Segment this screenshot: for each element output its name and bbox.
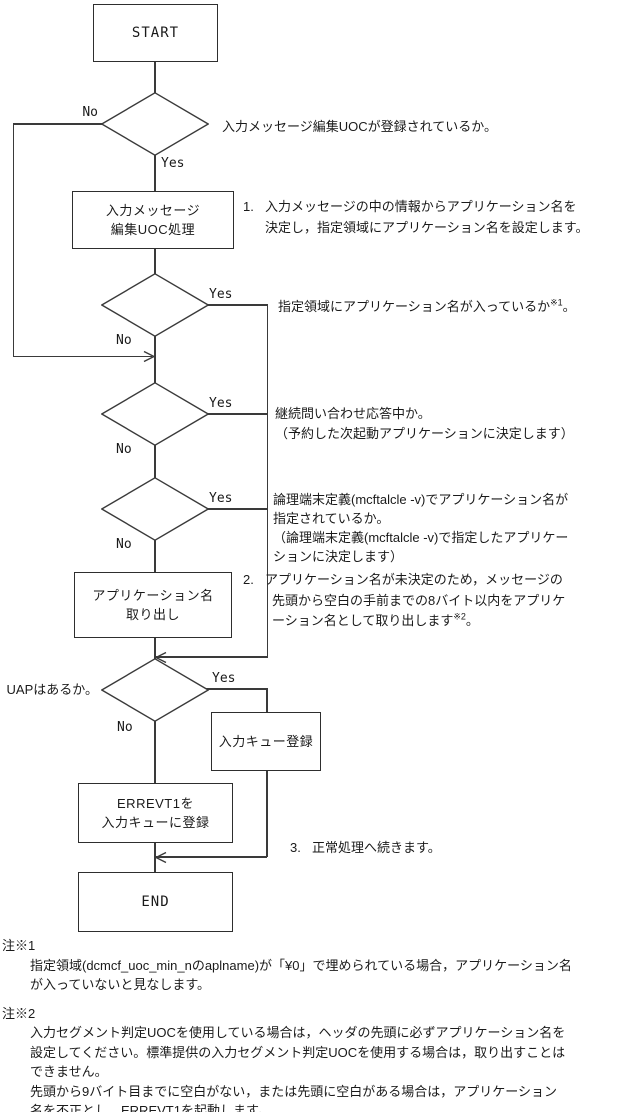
arrow-left-icon: [155, 651, 167, 663]
footnote-text: 設定してください。標準提供の入力セグメント判定UOCを使用する場合は，取り出すこ…: [30, 1044, 566, 1060]
note-marker: 2.: [243, 572, 254, 587]
annotation-text: 論理端末定義(mcftalcle -v)でアプリケーション名が: [273, 492, 569, 507]
note-text: 決定し，指定領域にアプリケーション名を設定します。: [265, 219, 589, 235]
start-terminal: START: [93, 4, 218, 62]
footnote-1: 注※1 指定領域(dcmcf_uoc_min_nのaplname)が「¥0」で埋…: [2, 936, 628, 995]
decision-name-in-area: [101, 273, 209, 337]
decision-terminal-definition: [101, 477, 209, 541]
numbered-note-1: 1. 入力メッセージの中の情報からアプリケーション名を 決定し，指定領域にアプリ…: [243, 197, 588, 238]
footnote-ref: ※1: [550, 297, 563, 308]
flow-line: [206, 508, 268, 510]
numbered-note-3: 3. 正常処理へ続きます。: [290, 838, 441, 859]
decision-uoc-registered: [101, 92, 209, 156]
footnote-text: が入っていないと見なします。: [30, 977, 211, 992]
arrow-left-icon: [155, 851, 167, 863]
note-text: ーション名として取り出します: [272, 613, 454, 628]
annotation-text: 。: [562, 299, 576, 314]
yes-label: Yes: [209, 396, 233, 411]
flow-line: [154, 540, 156, 573]
annotation-text: 入力メッセージ編集UOCが登録されているか。: [222, 119, 497, 134]
end-label: END: [141, 893, 170, 910]
process-line: 入力キューに登録: [101, 815, 210, 830]
footnote-heading: 注※2: [2, 1005, 36, 1021]
no-label: No: [116, 442, 132, 457]
flow-line: [12, 123, 14, 357]
yes-label: Yes: [212, 671, 236, 686]
process-line: アプリケーション名: [92, 588, 214, 603]
note-marker: 1.: [243, 199, 254, 214]
flow-line: [154, 248, 156, 274]
flow-line: [154, 61, 156, 93]
process-line: ERREVT1を: [117, 796, 194, 811]
process-extract-name: アプリケーション名 取り出し: [74, 572, 232, 638]
footnote-ref: ※2: [453, 611, 466, 622]
numbered-note-2: 2. アプリケーション名が未決定のため，メッセージの 先頭から空白の手前までの8…: [243, 570, 565, 632]
uap-question-label: UAPはあるか。: [0, 680, 98, 700]
annotation-text: 指定領域にアプリケーション名が入っているか: [278, 299, 551, 314]
note-text: 正常処理へ続きます。: [312, 840, 441, 855]
no-label: No: [116, 333, 132, 348]
yes-label: Yes: [209, 287, 233, 302]
flow-line: [156, 856, 267, 858]
annotation-text: UAPはあるか。: [6, 682, 98, 697]
note-text: 。: [465, 613, 479, 628]
note-text: 先頭から空白の手前までの8バイト以内をアプリケ: [272, 592, 566, 608]
footnote-heading: 注※1: [2, 938, 36, 953]
flow-line: [154, 637, 156, 659]
flow-line: [204, 688, 267, 690]
annotation-d3: 継続問い合わせ応答中か。 （予約した次起動アプリケーションに決定します）: [275, 404, 574, 444]
annotation-text: 継続問い合わせ応答中か。: [275, 406, 431, 421]
end-terminal: END: [78, 872, 233, 932]
footnote-text: 入力セグメント判定UOCを使用している場合は，ヘッダの先頭に必ずアプリケーション…: [30, 1025, 566, 1040]
flow-line: [154, 719, 156, 784]
flow-line: [154, 445, 156, 478]
note-marker: 3.: [290, 840, 301, 855]
process-input-queue: 入力キュー登録: [211, 712, 321, 771]
flow-line: [266, 688, 268, 713]
flow-line: [13, 355, 152, 357]
annotation-text: ションに決定します）: [273, 549, 404, 564]
footnote-2: 注※2 入力セグメント判定UOCを使用している場合は，ヘッダの先頭に必ずアプリケ…: [2, 1004, 628, 1112]
flow-line: [154, 842, 156, 873]
decision-uap-exists: [101, 658, 209, 722]
flow-line: [154, 336, 156, 383]
flow-line: [206, 413, 268, 415]
footnotes-section: 注※1 指定領域(dcmcf_uoc_min_nのaplname)が「¥0」で埋…: [2, 936, 628, 1112]
yes-label: Yes: [161, 156, 185, 171]
decision-continued-inquiry: [101, 382, 209, 446]
start-label: START: [131, 24, 180, 41]
flow-line: [206, 304, 268, 306]
footnote-text: できません。: [30, 1064, 108, 1079]
annotation-d4: 論理端末定義(mcftalcle -v)でアプリケーション名が 指定されているか…: [273, 490, 568, 566]
flow-line: [156, 656, 268, 658]
no-label: No: [116, 537, 132, 552]
yes-label: Yes: [209, 491, 233, 506]
footnote-text: 指定領域(dcmcf_uoc_min_nのaplname)が「¥0」で埋められて…: [30, 957, 572, 973]
note-text: 入力メッセージの中の情報からアプリケーション名を: [265, 199, 577, 214]
note-text: ーション名として取り出します※2。: [265, 611, 565, 632]
process-line: 編集UOC処理: [110, 222, 196, 237]
note-text: アプリケーション名が未決定のため，メッセージの: [265, 572, 563, 587]
process-line: 取り出し: [125, 607, 180, 622]
flow-line: [266, 304, 268, 658]
no-label: No: [82, 105, 98, 120]
annotation-text: （論理端末定義(mcftalcle -v)で指定したアプリケー: [273, 530, 569, 545]
process-errevt1: ERREVT1を 入力キューに登録: [78, 783, 233, 843]
annotation-text: 指定されているか。: [273, 511, 390, 526]
flow-line: [154, 154, 156, 192]
footnote-text: 名を不正とし，ERREVT1を起動します。: [30, 1103, 271, 1112]
annotation-d1: 入力メッセージ編集UOCが登録されているか。: [222, 117, 497, 137]
footnote-text: 先頭から9バイト目までに空白がない，または先頭に空白がある場合は，アプリケーショ…: [30, 1083, 557, 1099]
flow-line: [266, 770, 268, 857]
no-label: No: [117, 720, 133, 735]
process-edit-uoc: 入力メッセージ 編集UOC処理: [72, 191, 234, 249]
flow-line: [13, 123, 102, 125]
annotation-text: （予約した次起動アプリケーションに決定します）: [275, 426, 574, 441]
process-line: 入力メッセージ: [105, 203, 201, 218]
annotation-d2: 指定領域にアプリケーション名が入っているか※1。: [278, 297, 576, 317]
process-line: 入力キュー登録: [218, 734, 314, 749]
arrow-right-icon: [143, 350, 155, 363]
